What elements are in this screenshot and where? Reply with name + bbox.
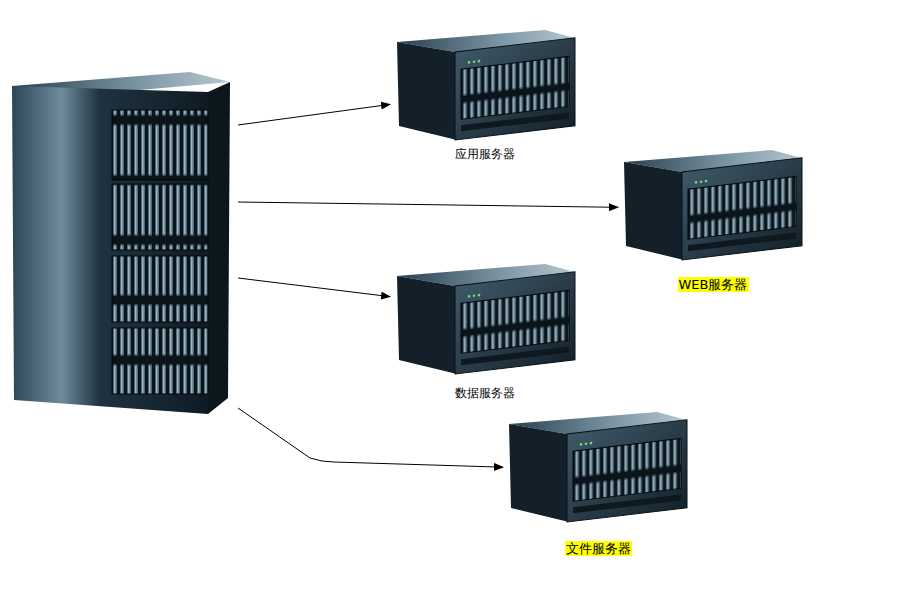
server-icon bbox=[509, 412, 687, 522]
server-icon bbox=[624, 150, 802, 260]
server-node: 数据服务器 bbox=[392, 260, 578, 401]
server-node: 文件服务器 bbox=[505, 408, 691, 556]
server-label: 数据服务器 bbox=[454, 386, 516, 401]
arrow-connector bbox=[238, 408, 503, 467]
arrow-connector bbox=[238, 278, 390, 297]
server-label: 文件服务器 bbox=[565, 541, 632, 556]
server-rack bbox=[12, 72, 230, 414]
arrow-connector bbox=[238, 104, 390, 125]
server-label: WEB服务器 bbox=[678, 277, 749, 292]
rack-node bbox=[10, 70, 234, 416]
server-node: WEB服务器 bbox=[620, 146, 806, 292]
server-node: 应用服务器 bbox=[392, 28, 578, 162]
server-icon bbox=[397, 264, 575, 374]
server-label: 应用服务器 bbox=[454, 147, 516, 162]
server-icon bbox=[397, 30, 575, 140]
arrow-connector bbox=[238, 202, 618, 207]
